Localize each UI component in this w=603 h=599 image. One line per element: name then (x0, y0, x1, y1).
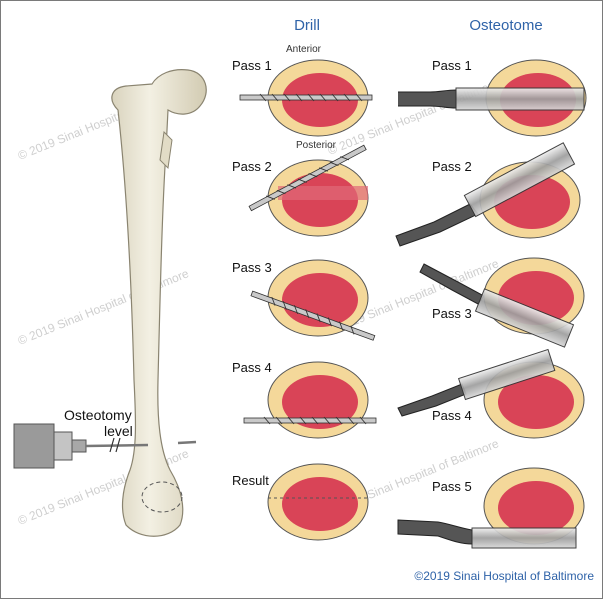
drill-step-label: Pass 2 (232, 159, 272, 174)
femur-illustration (111, 69, 207, 537)
drill-step-label: Pass 1 (232, 58, 272, 73)
watermark-text: © 2019 Sinai Hospital of Baltimore (16, 266, 191, 348)
femur-cut-outline (141, 481, 183, 513)
osteotome-step-label: Pass 4 (432, 408, 472, 423)
osteotome-tool (397, 519, 577, 549)
drill-bit (239, 93, 373, 102)
osteotome-tool (395, 142, 576, 247)
drill-column: Anterior Posterior Pass 1 Pass 2 Pass 3 … (232, 44, 377, 541)
osteotome-tool (398, 87, 585, 111)
drill-bit (248, 144, 367, 212)
anterior-label: Anterior (286, 44, 322, 55)
osteotome-tool (419, 263, 575, 348)
copyright-text: ©2019 Sinai Hospital of Baltimore (414, 569, 594, 583)
cross-section (267, 463, 369, 541)
drill-step-label: Pass 3 (232, 260, 272, 275)
femur-drill-tool (13, 423, 197, 469)
cross-section (267, 361, 369, 439)
osteotome-column: Pass 1 Pass 2 Pass 3 Pass 4 (395, 58, 587, 549)
osteotomy-label-line1: Osteotomy (64, 407, 132, 423)
drill-step-label: Pass 4 (232, 360, 272, 375)
drill-step-label: Result (232, 473, 269, 488)
watermarks: © 2019 Sinai Hospital of Baltimore © 201… (16, 76, 501, 528)
drill-bit (243, 416, 377, 425)
osteotomy-label-line2: level (104, 423, 133, 439)
posterior-label: Posterior (296, 140, 337, 151)
osteotome-step-label: Pass 3 (432, 306, 472, 321)
osteotome-step-label: Pass 2 (432, 159, 472, 174)
osteotome-header: Osteotome (469, 17, 542, 34)
cross-section (267, 259, 369, 337)
osteotome-step-label: Pass 5 (432, 479, 472, 494)
drill-header: Drill (294, 17, 320, 34)
osteotome-step-label: Pass 1 (432, 58, 472, 73)
drill-bit (250, 290, 376, 341)
osteotome-tool (397, 348, 556, 417)
